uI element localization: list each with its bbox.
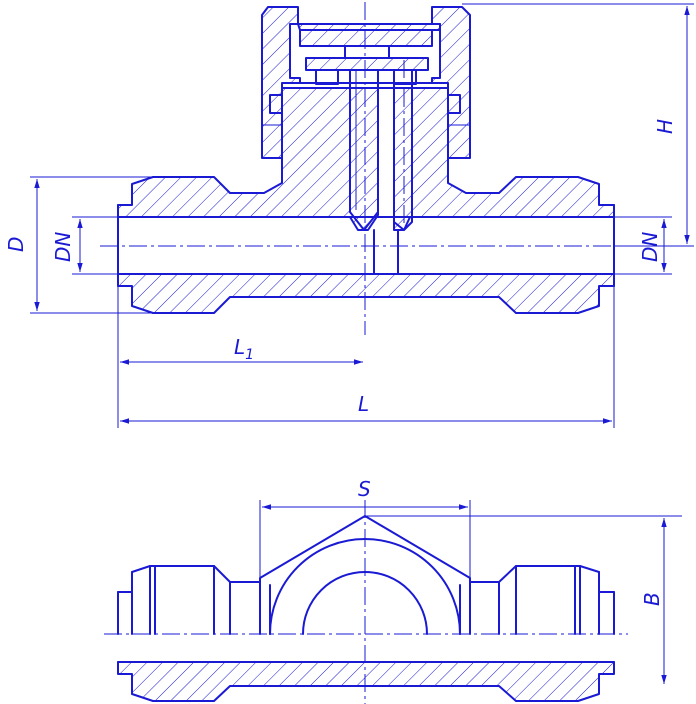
dim-h-label: H (653, 119, 677, 134)
cap-top-plate (297, 23, 441, 31)
nut-threads (262, 94, 470, 126)
front-section-view (100, 2, 630, 335)
plan-dimensions: S B (259, 477, 682, 684)
plan-right-end (469, 565, 615, 635)
cap-nut-left (261, 6, 301, 159)
gland-assembly (299, 29, 433, 85)
dim-s-label: S (358, 477, 371, 501)
dim-l-label: L (358, 392, 369, 416)
plan-view (104, 500, 628, 704)
plan-left-end (117, 565, 261, 635)
plan-lower-section (117, 661, 615, 702)
lower-body-wall (117, 273, 615, 314)
dim-l1-label: L1 (234, 335, 254, 363)
dim-dn-left-label: DN (51, 232, 75, 262)
spindle (349, 69, 413, 275)
upper-body-wall (117, 87, 615, 231)
dim-b-label: B (640, 592, 664, 606)
dim-d-label: D (4, 237, 28, 252)
dim-dn-right-label: DN (638, 232, 662, 262)
front-dimensions: D DN DN H L1 L (4, 3, 694, 428)
